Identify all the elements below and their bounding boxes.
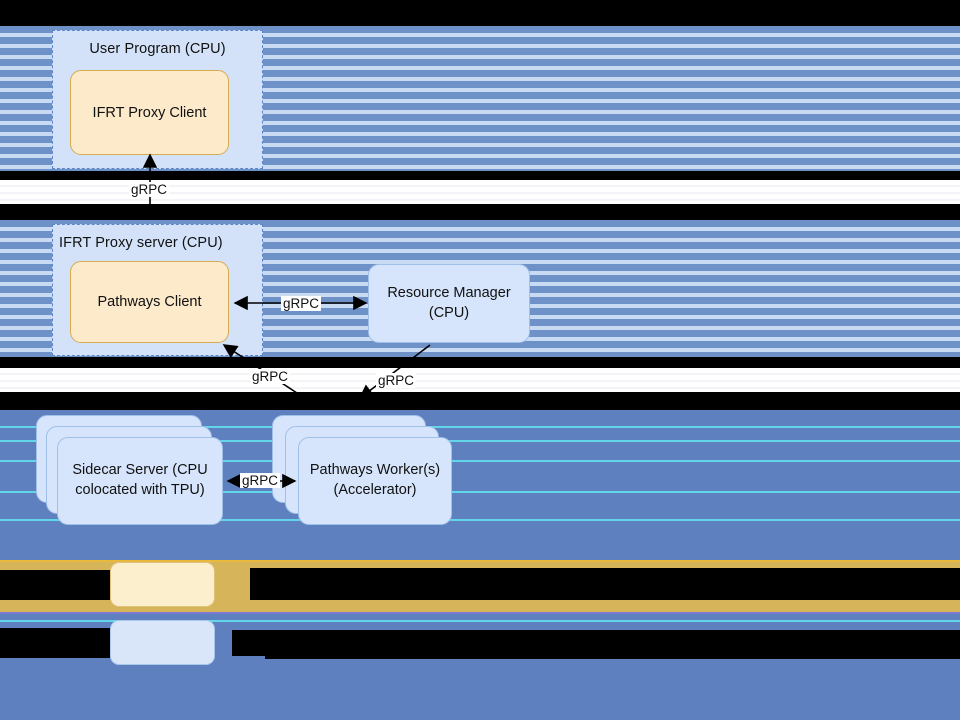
artifact-band xyxy=(0,368,960,392)
artifact-hairline xyxy=(0,491,960,493)
edge-label-client-to-server: gRPC xyxy=(129,182,170,197)
edge-label-resource-manager-to-workers: gRPC xyxy=(376,373,417,388)
group-ifrt-proxy-server-title: IFRT Proxy server (CPU) xyxy=(59,235,223,251)
edge-label-sidecar-to-pathways-client: gRPC xyxy=(250,369,291,384)
artifact-occluder xyxy=(263,171,960,180)
artifact-hairline xyxy=(0,440,960,442)
node-sidecar-server[interactable]: Sidecar Server (CPU colocated with TPU) xyxy=(57,437,223,525)
node-pathways-worker[interactable]: Pathways Worker(s) (Accelerator) xyxy=(298,437,452,525)
node-ifrt-proxy-client[interactable]: IFRT Proxy Client xyxy=(70,70,229,155)
node-pathways-client[interactable]: Pathways Client xyxy=(70,261,229,343)
legend-swatch-pathways xyxy=(110,620,215,665)
artifact-hairline xyxy=(0,426,960,428)
artifact-occluder xyxy=(232,630,960,656)
artifact-occluder xyxy=(265,655,960,659)
artifact-hairline xyxy=(0,460,960,462)
edge-label-pathways-client-to-resource-manager: gRPC xyxy=(281,296,322,311)
artifact-occluder xyxy=(0,570,110,600)
edge-label-sidecar-to-worker: gRPC xyxy=(240,473,281,488)
artifact-band xyxy=(0,0,960,26)
node-sidecar-server-line2: colocated with TPU) xyxy=(75,482,205,498)
artifact-occluder xyxy=(250,568,960,600)
artifact-band xyxy=(0,357,960,368)
node-pathways-worker-line1: Pathways Worker(s) xyxy=(309,462,441,479)
node-sidecar-server-line1: Sidecar Server (CPU xyxy=(72,462,208,479)
legend-swatch-ifrt xyxy=(110,562,215,607)
node-resource-manager-line2: (CPU) xyxy=(428,304,470,321)
artifact-occluder xyxy=(0,392,960,410)
artifact-occluder xyxy=(0,628,110,658)
node-resource-manager-line1: Resource Manager xyxy=(387,284,511,301)
artifact-hairline xyxy=(0,620,960,622)
group-user-program-title: User Program (CPU) xyxy=(89,41,226,57)
node-resource-manager[interactable]: Resource Manager (CPU) xyxy=(368,264,530,343)
node-pathways-worker-line2: (Accelerator) xyxy=(333,482,417,498)
artifact-hairline xyxy=(0,612,960,615)
artifact-hairline xyxy=(0,519,960,521)
artifact-hairline xyxy=(0,560,960,562)
artifact-occluder xyxy=(0,204,960,220)
